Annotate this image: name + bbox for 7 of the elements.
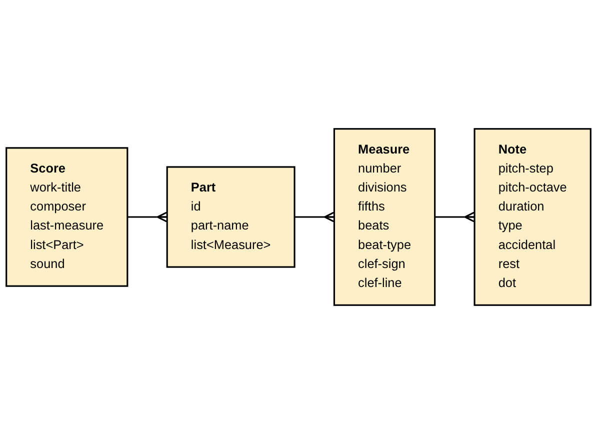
node-box: Measure number divisions fifths beats beat-type clef-sign clef-line <box>333 128 436 306</box>
node-box: Score work-title composer last-measure list<Part> sound <box>6 147 128 287</box>
connector <box>434 211 476 223</box>
connector <box>127 211 168 223</box>
node-box: Part id part-name list<Measure> <box>166 166 296 268</box>
node-box: Note pitch-step pitch-octave duration type accidental rest dot <box>474 128 592 306</box>
connector <box>294 211 336 223</box>
